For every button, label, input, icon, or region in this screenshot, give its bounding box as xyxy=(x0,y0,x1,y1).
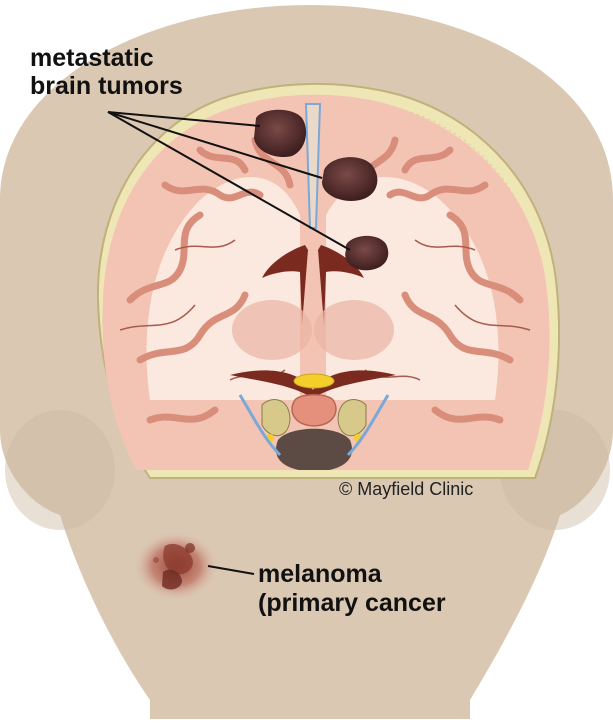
melanoma-lesion xyxy=(132,530,220,602)
melanoma-label-line2: (primary cancer xyxy=(258,589,446,618)
cheek-shadow-left xyxy=(5,410,115,530)
tumor-label: metastatic brain tumors xyxy=(30,44,183,100)
tumor-2 xyxy=(322,157,377,201)
tumor-1 xyxy=(254,110,306,157)
optic-structure xyxy=(294,374,334,388)
brainstem xyxy=(292,395,336,426)
melanoma-label: melanoma (primary cancer xyxy=(258,560,446,618)
melanoma-label-line1: melanoma xyxy=(258,560,446,589)
copyright-credit: © Mayfield Clinic xyxy=(339,479,473,500)
cerebellum xyxy=(276,429,352,472)
tumor-3 xyxy=(345,236,388,270)
tumor-label-line1: metastatic xyxy=(30,44,183,72)
tumor-label-line2: brain tumors xyxy=(30,72,183,100)
